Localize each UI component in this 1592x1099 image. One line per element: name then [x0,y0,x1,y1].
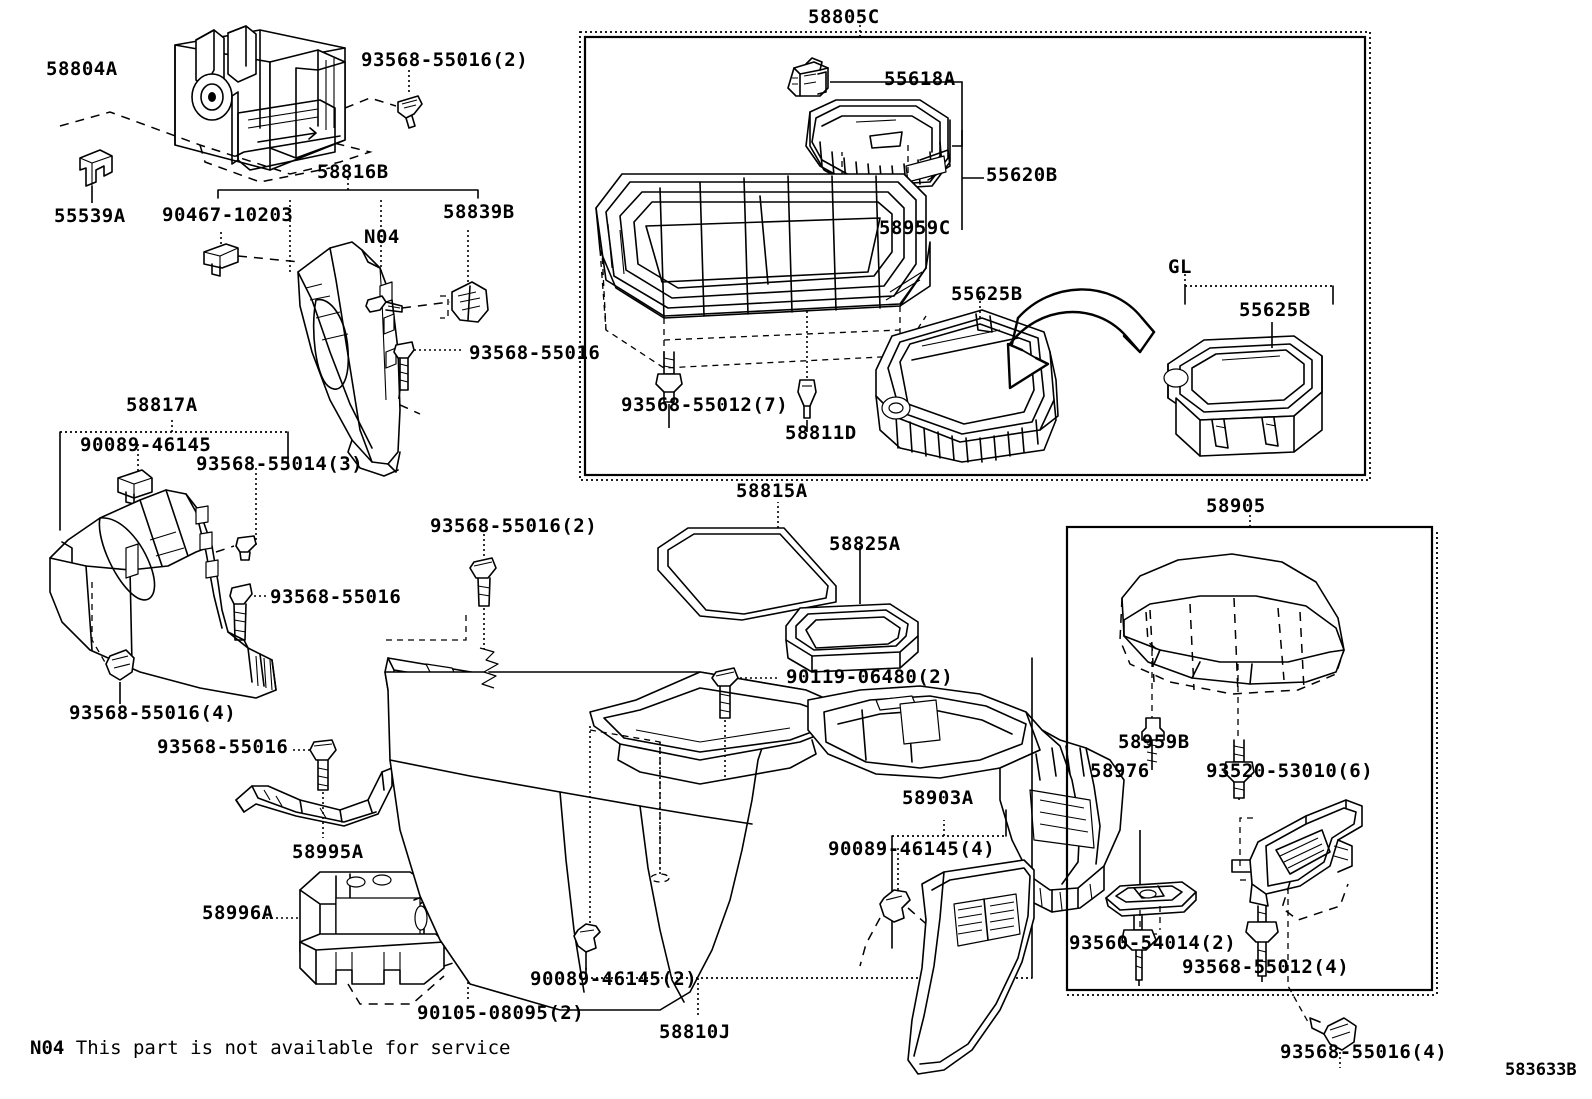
screw-93568-55016-4-graphic [105,649,135,681]
part-58905-graphic [1121,553,1345,685]
label-58996A: 58996A [202,902,274,924]
label-93568-55016-2b: 93568-55016(2) [430,515,598,537]
label-58995A: 58995A [292,841,364,863]
label-N04: N04 [364,226,400,248]
screw-93568-55012-4-graphic [1245,905,1279,977]
label-58804A: 58804A [46,58,118,80]
label-55618A: 55618A [884,68,956,90]
part-90089-46145-2-graphic [573,923,601,953]
label-93568-55016-c: 93568-55016 [270,586,402,608]
label-58811D: 58811D [785,422,857,444]
part-58810J-graphic [384,657,1125,1011]
label-90105-08095-2: 90105-08095(2) [417,1002,585,1024]
label-93568-55016-2: 93568-55016(2) [361,49,529,71]
screw-93568-55016-2-graphic [397,95,423,129]
part-55618A-graphic [787,57,829,97]
part-58804A-graphic [174,25,346,171]
label-58903A: 58903A [902,787,974,809]
label-93568-55012-4: 93568-55012(4) [1182,956,1350,978]
label-93568-55014-3: 93568-55014(3) [196,453,364,475]
part-58811D-graphic [595,173,931,369]
part-58839B-graphic [451,281,489,323]
label-90089-46145-2: 90089-46145(2) [530,968,698,990]
drawing-id: 583633B [1505,1060,1577,1080]
label-55625B-right: 55625B [1239,299,1311,321]
label-55625B-left: 55625B [951,283,1023,305]
label-93560-54014-2: 93560-54014(2) [1069,932,1237,954]
label-93568-55016-4b: 93568-55016(4) [1280,1041,1448,1063]
label-58839B: 58839B [443,201,515,223]
part-58959B-graphic [1141,717,1165,767]
label-93520-53010-6: 93520-53010(6) [1206,760,1374,782]
label-93568-55012-7: 93568-55012(7) [621,394,789,416]
label-90089-46145-4: 90089-46145(4) [828,838,996,860]
screw-93560-54014-2-graphic [1121,915,1157,981]
part-58905-bracket-graphic [1231,799,1363,907]
part-55625B-left-graphic [875,309,1059,463]
label-58825A: 58825A [829,533,901,555]
part-58976-graphic [1105,881,1197,917]
label-58815A: 58815A [736,480,808,502]
bolt-90119-06480-2-graphic [711,667,739,719]
label-58959B: 58959B [1118,731,1190,753]
label-58976: 58976 [1090,760,1150,782]
label-55539A: 55539A [54,205,126,227]
label-GL: GL [1168,256,1192,278]
label-58817A: 58817A [126,394,198,416]
label-55620B: 55620B [986,164,1058,186]
part-90467-10203-graphic [203,243,239,277]
footnote: N04 This part is not available for servi… [30,1037,510,1059]
part-58817A-graphic [49,489,277,699]
footnote-code: N04 [30,1037,65,1059]
part-58816B-graphic [297,241,401,477]
label-58905: 58905 [1206,495,1266,517]
screw-93568-55016-d-graphic [309,739,337,791]
clip-58811D-graphic [797,379,817,419]
screw-N04-graphic [365,295,403,313]
part-55539A-graphic [79,149,113,187]
part-90089-46145-a-graphic [117,469,153,505]
screw-93520-53010-6-graphic [1223,739,1255,799]
part-90089-46145-4-graphic [879,889,911,923]
screw-93568-55016-2b-graphic [469,557,497,607]
label-93568-55016-d: 93568-55016 [157,736,289,758]
part-58995A-graphic [235,767,393,827]
part-58903A-graphic [907,859,1035,1075]
label-93568-55016-b: 93568-55016 [469,342,601,364]
label-90089-46145-a: 90089-46145 [80,434,212,456]
part-58815A-graphic [657,527,837,621]
part-58996A-graphic [299,871,445,985]
screw-93568-55016-b-graphic [393,341,415,391]
group-box-58805C [583,35,1367,477]
label-90467-10203: 90467-10203 [162,204,294,226]
footnote-text: This part is not available for service [75,1037,511,1059]
label-58816B: 58816B [317,161,389,183]
label-58810J: 58810J [659,1021,731,1043]
screw-93568-55012-7-graphic [655,351,683,403]
label-58959C: 58959C [879,217,951,239]
screw-93568-55016-c-graphic [229,583,253,641]
transfer-arrow-icon [1006,288,1156,390]
screw-93568-55014-3-graphic [235,535,257,561]
label-58805C: 58805C [808,6,880,28]
part-55625B-right-graphic [1163,335,1323,457]
screw-93568-55016-4b-graphic [1309,1017,1357,1051]
bracket-58816B [217,189,479,199]
label-90119-06480-2: 90119-06480(2) [786,666,954,688]
label-93568-55016-4: 93568-55016(4) [69,702,237,724]
part-58825A-graphic [785,603,919,673]
